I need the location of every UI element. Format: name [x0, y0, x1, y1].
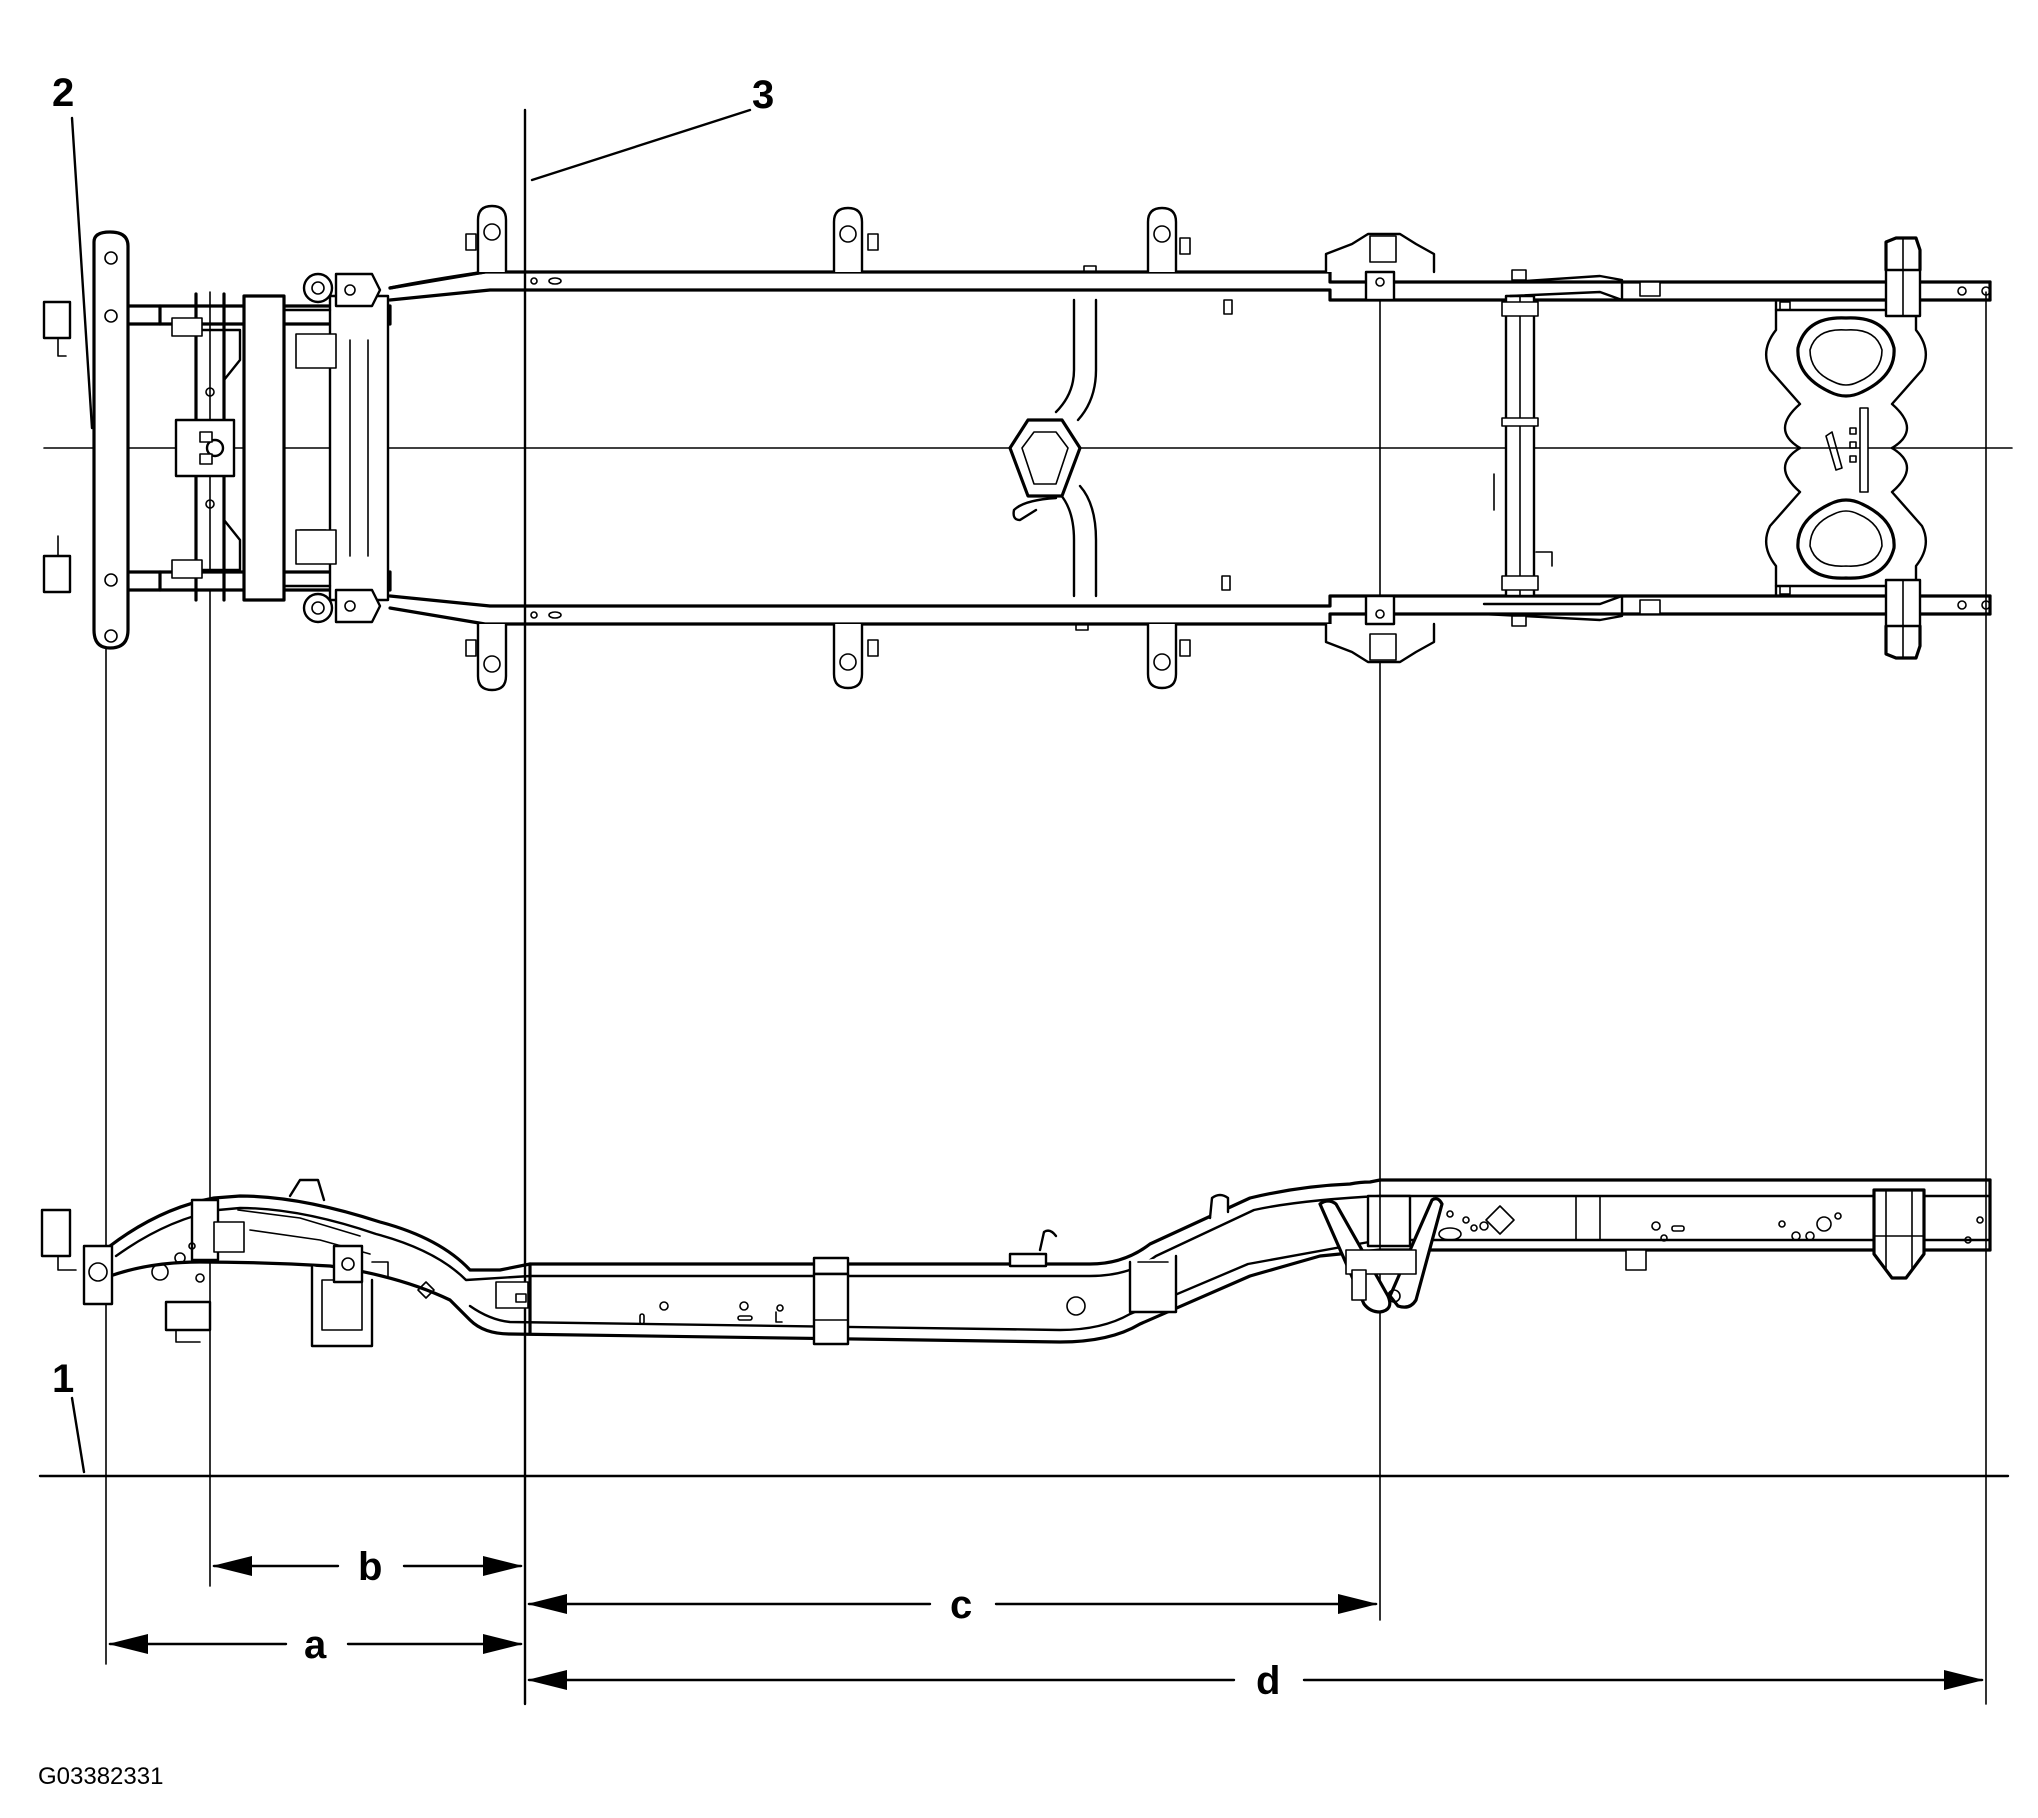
frame-plan-view [42, 204, 1992, 692]
transmission-crossmember [1008, 298, 1233, 598]
body-mounts-upper [465, 204, 1191, 274]
rear-crossmember [1764, 298, 1928, 598]
callout-1: 1 [52, 1357, 74, 1401]
leader-2 [70, 116, 94, 430]
leader-3 [530, 108, 752, 182]
leader-1 [70, 1396, 86, 1474]
frame-side-view [40, 1178, 1992, 1348]
dimension-label-c: c [950, 1583, 972, 1627]
dimension-label-d: d [1256, 1659, 1280, 1703]
body-mounts-lower [465, 622, 1191, 692]
dimension-arrows [108, 1556, 1984, 1690]
dimension-label-b: b [358, 1545, 382, 1589]
dimension-d [527, 1670, 1984, 1690]
dimension-c [527, 1594, 1378, 1614]
figure-code: G03382331 [38, 1763, 163, 1790]
callout-3: 3 [752, 73, 774, 117]
dimension-a [108, 1634, 523, 1654]
callout-2: 2 [52, 71, 74, 115]
dimension-b [212, 1556, 523, 1576]
dimension-label-a: a [304, 1623, 327, 1667]
callout-leaders [70, 108, 752, 1474]
